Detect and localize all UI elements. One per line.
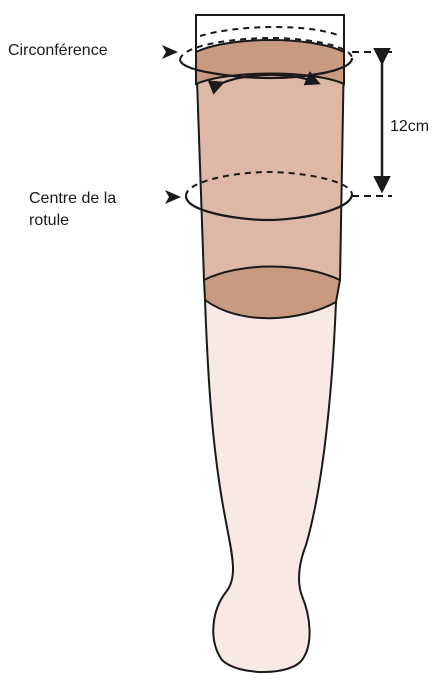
sleeve-bottom-band xyxy=(204,267,340,319)
kneecap-label-line2: rotule xyxy=(29,211,69,231)
circumference-pointer-icon xyxy=(162,45,178,59)
lower-leg-shape xyxy=(205,300,336,672)
circumference-label: Circonférence xyxy=(8,41,108,61)
kneecap-label-line1: Centre de la xyxy=(29,189,116,209)
kneecap-pointer-icon xyxy=(165,190,181,204)
distance-label: 12cm xyxy=(390,117,429,137)
knee-sleeve xyxy=(196,52,344,280)
